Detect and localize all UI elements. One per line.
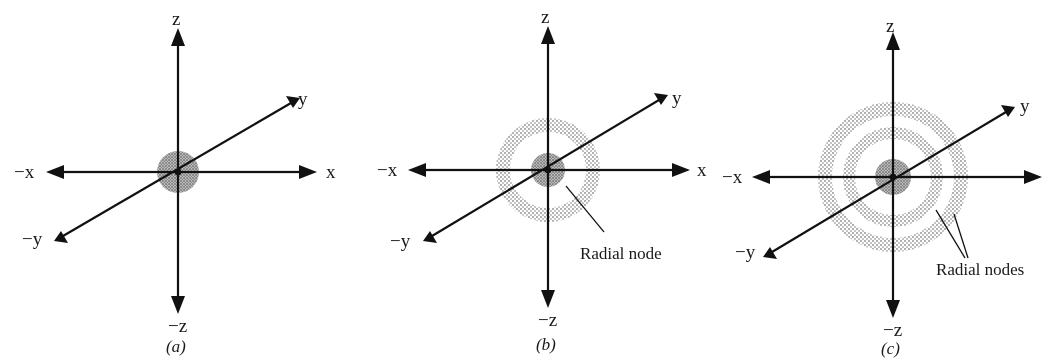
- label-neg-y: −y: [22, 229, 43, 250]
- label-neg-x: −x: [14, 162, 35, 183]
- x-arrow-right: [299, 165, 317, 179]
- x-arrow-left: [752, 170, 770, 184]
- caption-a: (a): [166, 337, 186, 356]
- y-arrow-down: [763, 247, 777, 259]
- y-arrow-up: [286, 96, 300, 108]
- z-arrow-up: [171, 28, 185, 46]
- z-arrow-down: [886, 300, 900, 318]
- origin-dot: [544, 166, 552, 174]
- label-neg-y: −y: [735, 242, 756, 263]
- radial-node-leader-line: [565, 185, 605, 233]
- panel-c: z −z −x y −y Radial nodes (c): [722, 16, 1042, 358]
- label-y: y: [1020, 96, 1030, 117]
- label-neg-x: −x: [722, 167, 743, 188]
- label-z: z: [172, 9, 180, 30]
- label-neg-z: −z: [538, 310, 557, 331]
- origin-dot: [174, 168, 182, 176]
- label-neg-x: −x: [377, 160, 398, 181]
- y-arrow-down: [423, 231, 437, 243]
- y-arrow-up: [654, 93, 668, 105]
- x-arrow-right: [1024, 170, 1042, 184]
- panel-a: z −z x −x y −y (a): [14, 9, 336, 356]
- z-arrow-down: [171, 296, 185, 314]
- radial-node-leader-line-inner: [935, 209, 966, 259]
- label-neg-z: −z: [883, 320, 902, 341]
- label-z: z: [886, 16, 894, 37]
- panel-b: z −z x −x y −y Radial node (b): [377, 7, 707, 354]
- radial-node-leader-line-outer: [953, 213, 969, 259]
- x-arrow-right: [672, 163, 690, 177]
- z-arrow-up: [886, 32, 900, 50]
- y-axis: [771, 111, 1007, 253]
- x-arrow-left: [408, 163, 426, 177]
- x-arrow-left: [46, 165, 64, 179]
- label-x: x: [697, 160, 707, 181]
- radial-nodes-label: Radial nodes: [936, 260, 1024, 279]
- label-neg-y: −y: [390, 231, 411, 252]
- origin-dot: [889, 173, 897, 181]
- caption-b: (b): [536, 335, 556, 354]
- z-arrow-down: [541, 290, 555, 308]
- label-y: y: [672, 88, 682, 109]
- caption-c: (c): [881, 339, 900, 358]
- label-x: x: [326, 162, 336, 183]
- z-arrow-up: [541, 26, 555, 44]
- radial-node-label: Radial node: [580, 244, 662, 263]
- y-arrow-down: [54, 231, 68, 243]
- label-z: z: [541, 7, 549, 28]
- label-y: y: [298, 89, 308, 110]
- label-neg-z: −z: [168, 316, 187, 337]
- y-arrow-up: [1001, 105, 1015, 117]
